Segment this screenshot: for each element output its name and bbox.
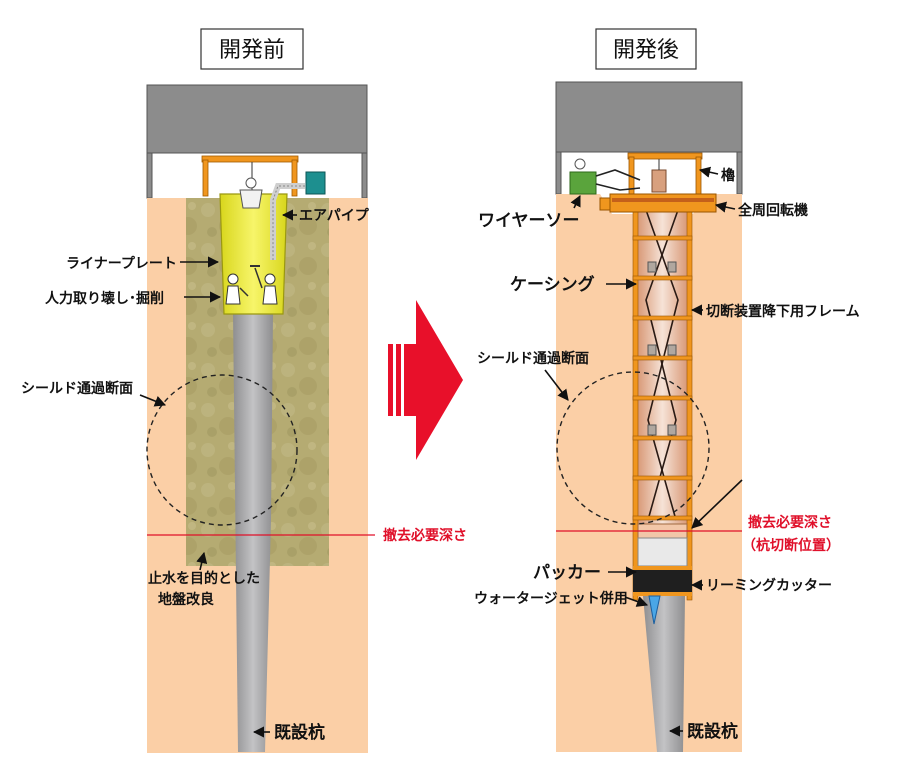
label-air-pipe: エアパイプ: [299, 208, 370, 224]
label-casing: ケーシング: [510, 274, 595, 295]
label-before-existing-pile: 既設杭: [274, 722, 325, 743]
after-panel: 開発後: [474, 28, 860, 752]
after-shield-section-circle: [556, 371, 710, 525]
after-building: [555, 81, 743, 195]
before-panel: 開発前: [21, 28, 467, 753]
before-shield-section-circle: [146, 374, 298, 526]
after-existing-pile: [643, 596, 685, 752]
label-tower: 櫓: [721, 167, 735, 184]
packer: [637, 537, 688, 567]
cutter-devices: [647, 261, 677, 436]
cutter-lowering-frame: [632, 204, 693, 601]
label-after-shield-section: シールド通過断面: [477, 350, 589, 367]
label-manual-demolition: 人力取り壊し･掘削: [45, 290, 164, 307]
label-before-shield-section: シールド通過断面: [21, 380, 133, 397]
label-wire-saw: ワイヤーソー: [478, 211, 580, 231]
label-before-removal-depth: 撤去必要深さ: [383, 527, 467, 544]
before-existing-pile: [233, 312, 273, 752]
full-rotation-machine: [599, 193, 717, 213]
transition-arrow-icon: [388, 300, 463, 460]
before-title-box: 開発前: [200, 28, 304, 70]
before-building: [146, 84, 368, 199]
wire-saw-machine: [569, 158, 641, 195]
label-after-existing-pile: 既設杭: [687, 721, 738, 742]
workers-icon: [225, 265, 278, 305]
after-title: 開発後: [613, 38, 679, 63]
label-full-rotation-machine: 全周回転機: [737, 202, 808, 219]
water-jet-icon: [648, 595, 661, 625]
label-reaming-cutter: リーミングカッター: [706, 577, 832, 594]
before-title: 開発前: [219, 38, 285, 63]
reaming-cutter: [633, 566, 692, 596]
label-pile-cut-position: （杭切断位置）: [742, 537, 840, 554]
before-gantry: [201, 155, 299, 197]
label-water-jet: ウォータージェット併用: [474, 590, 628, 607]
label-liner-plate: ライナープレート: [66, 256, 177, 272]
compressor: [305, 171, 326, 195]
label-packer: パッカー: [533, 563, 601, 583]
after-title-box: 開発後: [595, 28, 697, 70]
label-ground-improvement-2: 地盤改良: [158, 591, 214, 608]
label-ground-improvement-1: 止水を目的とした: [148, 570, 260, 587]
label-cutter-lowering-frame: 切断装置降下用フレーム: [706, 303, 860, 320]
label-after-removal-depth: 撤去必要深さ: [748, 514, 832, 531]
